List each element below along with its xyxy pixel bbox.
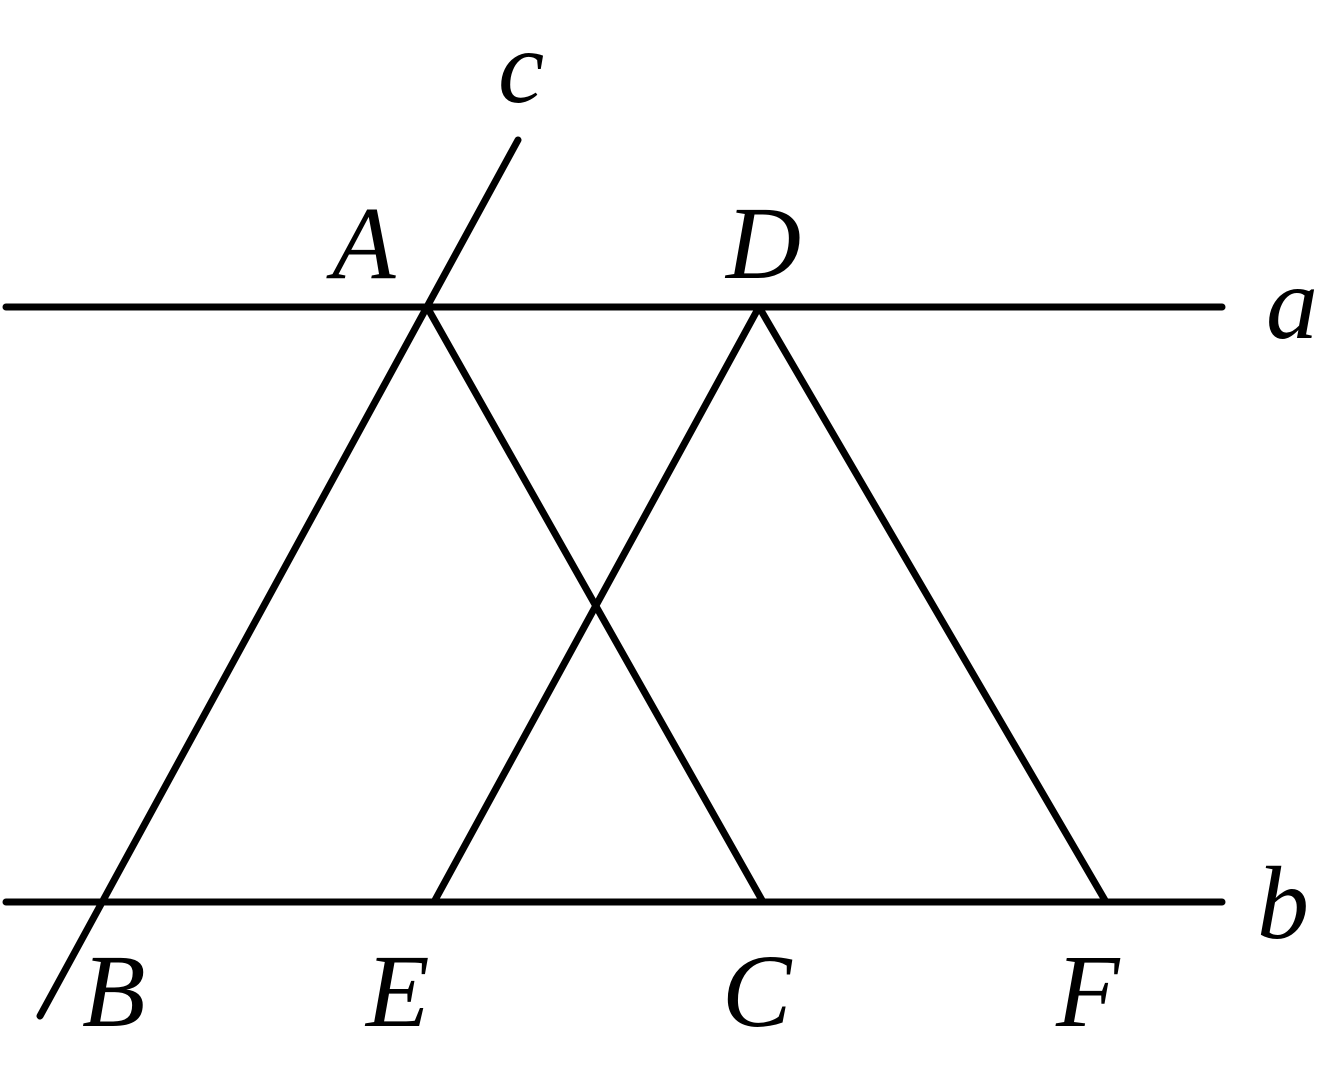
label-point-C: C xyxy=(722,934,793,1049)
line-c xyxy=(36,136,522,1020)
segment-DF xyxy=(755,303,1110,906)
label-line-c: c xyxy=(498,10,544,125)
label-line-b: b xyxy=(1257,846,1309,961)
label-line-a: a xyxy=(1266,246,1318,361)
segment-DE xyxy=(430,303,763,906)
label-point-D: D xyxy=(724,186,801,301)
label-point-F: F xyxy=(1055,934,1121,1049)
label-point-B: B xyxy=(82,934,146,1049)
label-point-A: A xyxy=(326,186,396,301)
label-point-E: E xyxy=(364,934,430,1049)
